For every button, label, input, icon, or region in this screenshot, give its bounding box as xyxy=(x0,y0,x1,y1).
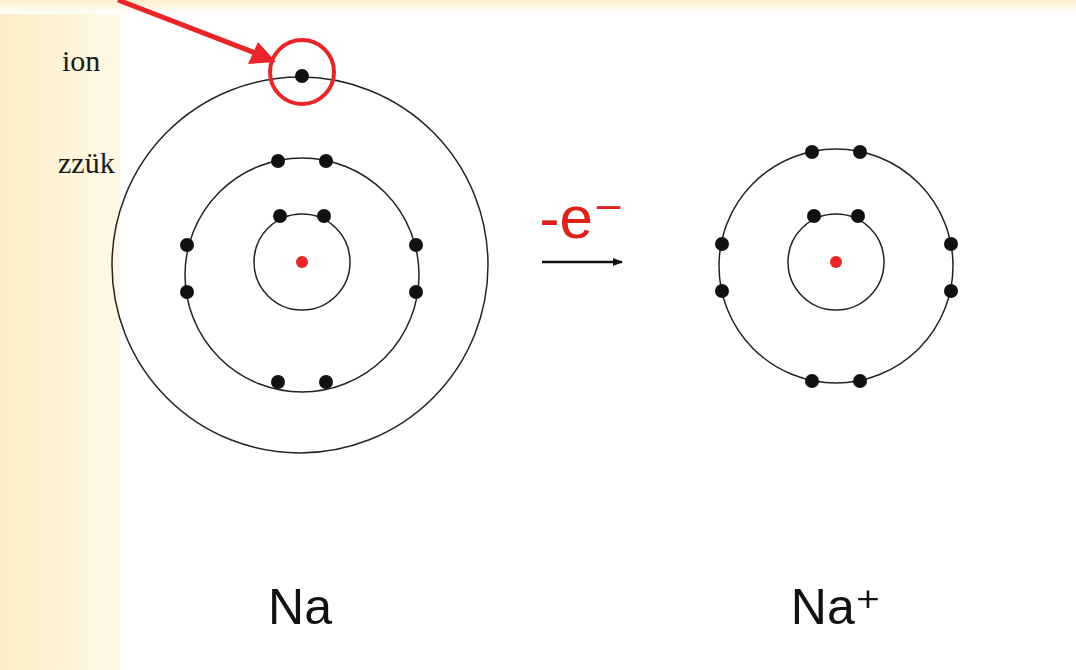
slide-ground xyxy=(0,0,1076,14)
element-symbol: Na⁺ xyxy=(791,580,881,635)
element-symbol: Na xyxy=(268,580,332,635)
slide-text: zzük xyxy=(58,146,115,179)
atom-node: Na xyxy=(110,70,542,650)
slide-text: ion xyxy=(62,44,100,77)
reaction-arrow xyxy=(542,261,622,264)
electron-loss-label: -e⁻ xyxy=(539,188,624,248)
slide-ground xyxy=(0,0,120,670)
atom-node: Na⁺ xyxy=(622,70,1002,650)
